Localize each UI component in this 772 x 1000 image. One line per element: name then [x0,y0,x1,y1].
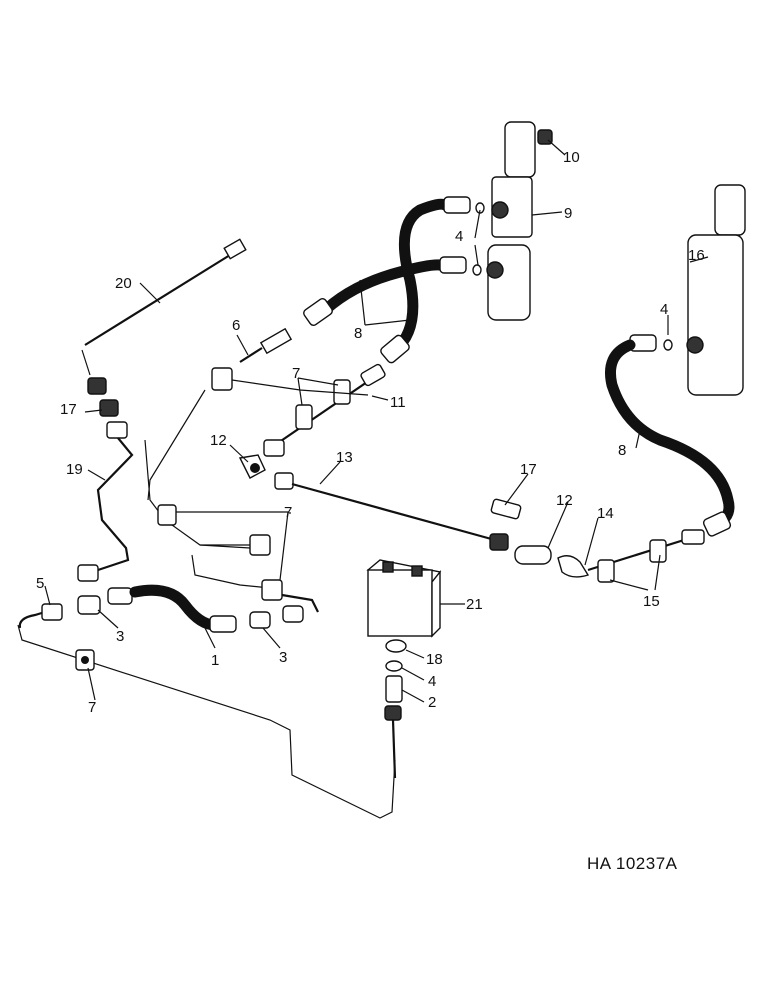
callout-1: 1 [211,652,219,669]
hose-1 [77,584,304,633]
callout-4: 4 [428,673,436,690]
callout-labels: 1 2 3 3 4 4 4 5 6 7 7 7 8 8 9 10 11 12 1… [36,149,705,716]
callout-17: 17 [520,461,537,478]
callout-13: 13 [336,449,353,466]
callout-15: 15 [643,593,660,610]
drawing-id: HA 10237A [587,854,678,873]
fitting-17-right [490,498,522,520]
tube-11 [211,327,386,457]
callout-17: 17 [60,401,77,418]
callout-14: 14 [597,505,614,522]
callout-21: 21 [466,596,483,613]
callout-7: 7 [88,699,96,716]
callout-9: 9 [564,205,572,222]
leader-lines [44,139,709,703]
callout-12: 12 [210,432,227,449]
callout-12: 12 [556,492,573,509]
tube-13 [274,472,509,551]
callout-4: 4 [660,301,668,318]
tube-14 [514,529,705,583]
callout-3: 3 [116,628,124,645]
callout-11: 11 [390,394,406,411]
callout-8: 8 [354,325,362,342]
cylinder-9 [472,121,553,321]
callout-8: 8 [618,442,626,459]
callout-16: 16 [688,247,705,264]
hoses-8-center [303,196,471,364]
tube-19 [77,399,134,582]
callout-4: 4 [455,228,463,245]
clamps-7-center [157,504,319,613]
callout-20: 20 [115,275,132,292]
callout-10: 10 [563,149,580,166]
callout-18: 18 [426,651,443,668]
callout-19: 19 [66,461,83,478]
callout-5: 5 [36,575,44,592]
frame-outline [17,349,396,819]
clamp-7-lower [75,649,95,671]
callout-7: 7 [292,365,300,382]
callout-6: 6 [232,317,240,334]
callout-7: 7 [284,504,292,521]
fitting-5 [18,603,63,629]
valve-block-21 [366,559,442,779]
callout-2: 2 [428,694,436,711]
callout-3: 3 [279,649,287,666]
cylinder-16 [663,184,746,396]
hose-8-right [605,334,735,537]
